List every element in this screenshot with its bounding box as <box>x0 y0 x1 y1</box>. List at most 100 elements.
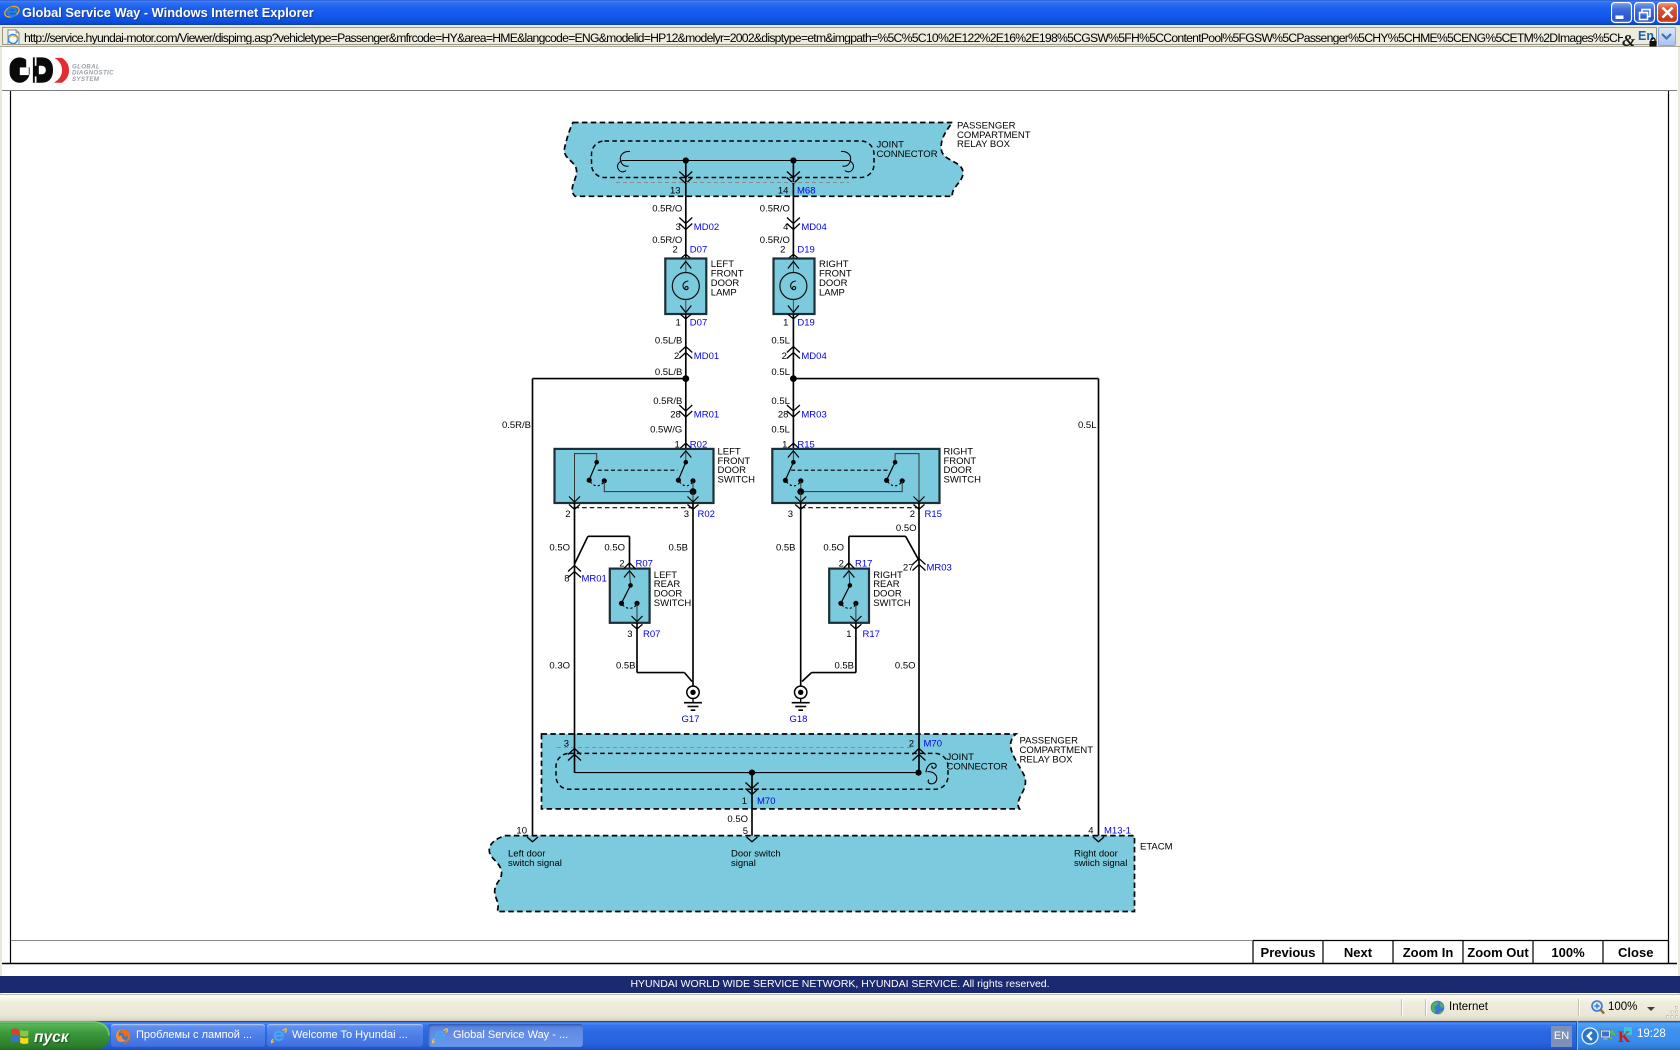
svg-text:R02: R02 <box>698 509 715 520</box>
svg-text:COMPARTMENT: COMPARTMENT <box>1020 745 1094 756</box>
svg-text:Left door: Left door <box>508 848 546 859</box>
svg-text:Zoom In: Zoom In <box>1403 945 1454 960</box>
svg-text:R07: R07 <box>643 629 660 640</box>
svg-text:пуск: пуск <box>34 1029 70 1046</box>
svg-text:DOOR: DOOR <box>944 465 973 476</box>
svg-text:2: 2 <box>674 351 679 362</box>
svg-text:MR03: MR03 <box>927 562 952 573</box>
svg-text:3: 3 <box>564 739 569 750</box>
svg-text:R17: R17 <box>863 629 880 640</box>
svg-text:signal: signal <box>731 858 756 869</box>
svg-text:3: 3 <box>676 222 681 233</box>
svg-text:0.5R/O: 0.5R/O <box>652 204 682 215</box>
svg-text:FRONT: FRONT <box>711 269 744 280</box>
svg-text:SYSTEM: SYSTEM <box>72 76 100 83</box>
svg-text:0.5L/B: 0.5L/B <box>655 367 682 378</box>
svg-text:8: 8 <box>564 574 569 585</box>
svg-text:1: 1 <box>742 796 747 807</box>
svg-text:FRONT: FRONT <box>944 456 977 467</box>
svg-text:27: 27 <box>903 562 914 573</box>
svg-text:SWITCH: SWITCH <box>718 475 756 486</box>
svg-text:Next: Next <box>1344 945 1373 960</box>
svg-text:2: 2 <box>839 558 844 569</box>
svg-text:COMPARTMENT: COMPARTMENT <box>957 130 1031 141</box>
svg-text:0.5R/B: 0.5R/B <box>653 396 682 407</box>
svg-text:switch signal: switch signal <box>508 858 562 869</box>
svg-text:REAR: REAR <box>873 579 900 590</box>
svg-text:28: 28 <box>778 409 789 420</box>
svg-text:0.5R/O: 0.5R/O <box>760 235 790 246</box>
svg-text:3: 3 <box>684 509 689 520</box>
svg-text:LEFT: LEFT <box>711 259 734 270</box>
svg-text:0.5B: 0.5B <box>616 660 636 671</box>
svg-text:100%: 100% <box>1551 945 1585 960</box>
svg-text:Previous: Previous <box>1261 945 1316 960</box>
svg-text:JOINT: JOINT <box>877 139 905 150</box>
svg-text:SWITCH: SWITCH <box>873 598 911 609</box>
svg-text:PASSENGER: PASSENGER <box>957 120 1016 131</box>
svg-text:LAMP: LAMP <box>711 287 737 298</box>
svg-text:0.5L: 0.5L <box>1078 420 1097 431</box>
svg-text:FRONT: FRONT <box>718 456 751 467</box>
svg-text:SWITCH: SWITCH <box>944 475 982 486</box>
svg-text:RELAY BOX: RELAY BOX <box>957 139 1011 150</box>
svg-text:2: 2 <box>910 509 915 520</box>
svg-text:0.5W/G: 0.5W/G <box>650 424 682 435</box>
svg-text:Door switch: Door switch <box>731 848 781 859</box>
svg-text:DOOR: DOOR <box>819 278 848 289</box>
svg-text:LAMP: LAMP <box>819 287 845 298</box>
svg-text:CONNECTOR: CONNECTOR <box>877 149 938 160</box>
svg-text:0.5B: 0.5B <box>834 660 854 671</box>
svg-text:10: 10 <box>516 826 527 837</box>
svg-text:1: 1 <box>782 440 787 451</box>
svg-text:5: 5 <box>743 826 748 837</box>
svg-text:R07: R07 <box>636 558 653 569</box>
svg-text:0.3O: 0.3O <box>549 660 570 671</box>
svg-text:14: 14 <box>778 185 789 196</box>
svg-text:13: 13 <box>670 185 681 196</box>
svg-text:ETACM: ETACM <box>1140 841 1173 852</box>
svg-text:2: 2 <box>909 739 914 750</box>
svg-text:RIGHT: RIGHT <box>873 570 903 581</box>
svg-text:2: 2 <box>782 351 787 362</box>
svg-text:Right door: Right door <box>1074 848 1118 859</box>
svg-text:0.5L: 0.5L <box>771 367 790 378</box>
svg-text:28: 28 <box>670 409 681 420</box>
svg-text:R15: R15 <box>797 440 814 451</box>
svg-text:CONNECTOR: CONNECTOR <box>947 762 1008 773</box>
svg-text:D19: D19 <box>797 318 814 329</box>
svg-text:0.5O: 0.5O <box>549 543 570 554</box>
svg-text:0.5O: 0.5O <box>727 814 748 825</box>
svg-text:0.5B: 0.5B <box>668 543 688 554</box>
svg-text:3: 3 <box>788 509 793 520</box>
svg-text:0.5R/O: 0.5R/O <box>760 204 790 215</box>
svg-text:LEFT: LEFT <box>718 446 741 457</box>
svg-text:G18: G18 <box>790 714 808 725</box>
svg-text:D07: D07 <box>690 244 707 255</box>
svg-text:RIGHT: RIGHT <box>944 446 974 457</box>
svg-text:REAR: REAR <box>654 579 681 590</box>
svg-text:R02: R02 <box>690 440 707 451</box>
svg-text:R15: R15 <box>925 509 942 520</box>
svg-text:0.5L: 0.5L <box>771 424 790 435</box>
svg-text:1: 1 <box>675 440 680 451</box>
svg-text:Close: Close <box>1618 945 1653 960</box>
svg-text:0.5O: 0.5O <box>895 660 916 671</box>
svg-text:R17: R17 <box>855 558 872 569</box>
svg-text:0.5B: 0.5B <box>776 543 796 554</box>
svg-text:G17: G17 <box>682 714 700 725</box>
svg-text:M70: M70 <box>757 796 775 807</box>
svg-text:D07: D07 <box>690 318 707 329</box>
svg-text:DOOR: DOOR <box>718 465 747 476</box>
svg-text:JOINT: JOINT <box>947 752 975 763</box>
svg-text:MR01: MR01 <box>694 409 719 420</box>
svg-text:M68: M68 <box>797 185 815 196</box>
svg-text:0.5R/O: 0.5R/O <box>652 235 682 246</box>
svg-text:DOOR: DOOR <box>654 589 683 600</box>
svg-text:0.5L: 0.5L <box>771 396 790 407</box>
svg-text:Zoom Out: Zoom Out <box>1467 945 1529 960</box>
svg-text:D19: D19 <box>797 244 814 255</box>
svg-text:MR03: MR03 <box>801 409 826 420</box>
svg-text:DIAGNOSTIC: DIAGNOSTIC <box>72 70 114 77</box>
svg-text:0.5R/B: 0.5R/B <box>502 420 531 431</box>
